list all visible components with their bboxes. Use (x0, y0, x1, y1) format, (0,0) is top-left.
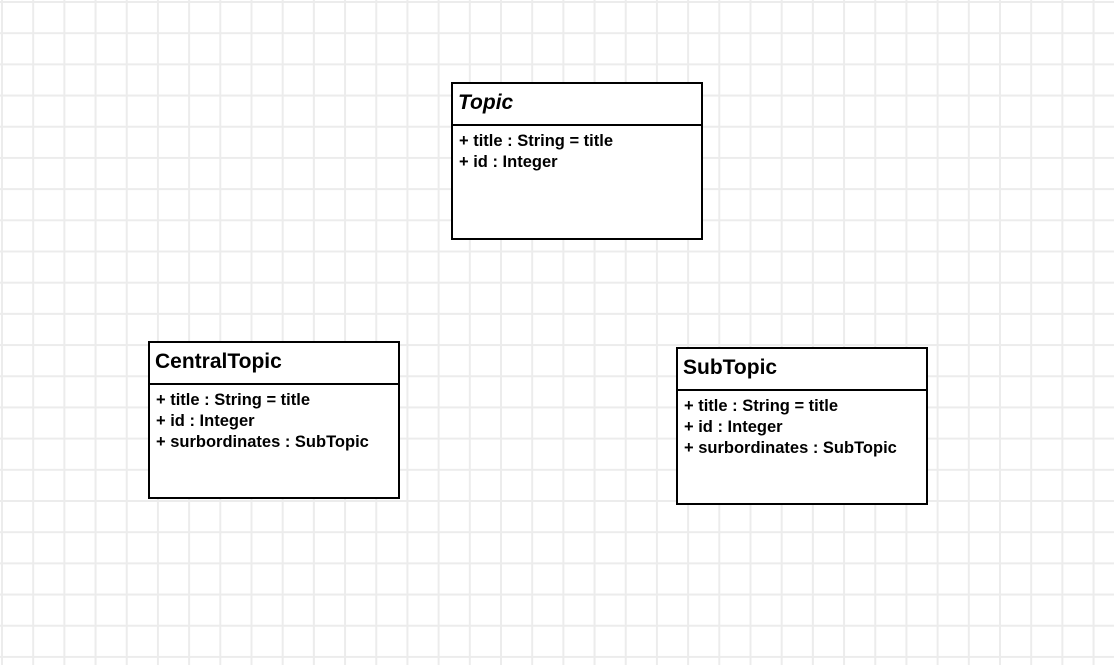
uml-class-topic[interactable]: Topic + title : String = title + id : In… (451, 82, 703, 240)
class-name: SubTopic (678, 349, 926, 391)
class-name: Topic (453, 84, 701, 126)
attribute-list: + title : String = title + id : Integer … (150, 385, 398, 453)
uml-class-centraltopic[interactable]: CentralTopic + title : String = title + … (148, 341, 400, 499)
attribute-id: + id : Integer (684, 418, 783, 436)
attribute-surbordinates: + surbordinates : SubTopic (156, 433, 369, 451)
attribute-id: + id : Integer (156, 412, 255, 430)
attribute-list: + title : String = title + id : Integer … (678, 391, 926, 459)
attribute-title: + title : String = title (684, 397, 839, 415)
attribute-title: + title : String = title (156, 391, 311, 409)
attribute-list: + title : String = title + id : Integer (453, 126, 701, 173)
class-name: CentralTopic (150, 343, 398, 385)
attribute-title: + title : String = title (459, 132, 614, 150)
attribute-surbordinates: + surbordinates : SubTopic (684, 439, 897, 457)
uml-class-subtopic[interactable]: SubTopic + title : String = title + id :… (676, 347, 928, 505)
attribute-id: + id : Integer (459, 153, 558, 171)
